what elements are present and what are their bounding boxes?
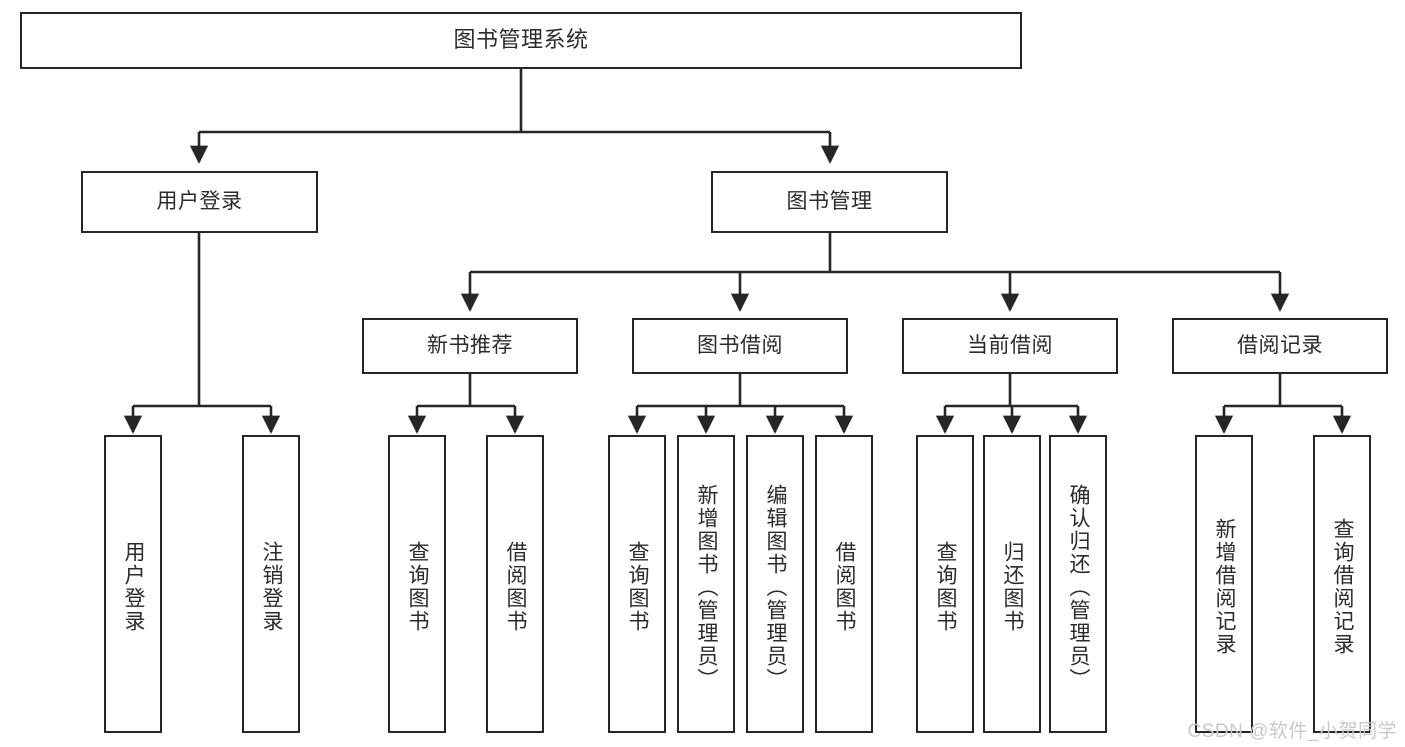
node-label: 注销登录 [259,541,283,633]
node-label: 图书管理系统 [453,27,589,53]
node-label: 图书借阅 [697,334,783,358]
leaf-book-borrow-query[interactable]: 查询图书 [608,435,666,733]
node-label: 当前借阅 [967,334,1053,358]
csdn-watermark: CSDN @软件_小贺同学 [1187,721,1397,742]
node-label: 借阅图书 [503,541,527,633]
node-label: 图书管理 [786,190,873,214]
node-label: 编辑图书（管理员） [763,483,787,691]
leaf-book-borrow-edit[interactable]: 编辑图书（管理员） [746,435,804,733]
node-label: 查询图书 [625,541,649,633]
leaf-current-borrow-return[interactable]: 归还图书 [983,435,1041,733]
node-label: 新书推荐 [427,334,513,358]
node-label: 新增借阅记录 [1212,518,1236,656]
node-label: 查询借阅记录 [1330,518,1354,656]
leaf-user-login-signin[interactable]: 用户登录 [104,435,162,733]
leaf-borrow-record-add[interactable]: 新增借阅记录 [1195,435,1253,733]
node-book-borrow[interactable]: 图书借阅 [632,318,848,374]
leaf-new-book-borrow[interactable]: 借阅图书 [486,435,544,733]
node-label: 用户登录 [121,541,145,633]
node-label: 用户登录 [156,190,243,214]
node-borrow-record[interactable]: 借阅记录 [1172,318,1388,374]
leaf-book-borrow-add[interactable]: 新增图书（管理员） [677,435,735,733]
leaf-borrow-record-query[interactable]: 查询借阅记录 [1313,435,1371,733]
node-current-borrow[interactable]: 当前借阅 [902,318,1118,374]
node-book-management[interactable]: 图书管理 [711,171,948,233]
node-label: 借阅图书 [832,541,856,633]
node-label: 查询图书 [405,541,429,633]
leaf-book-borrow-lend[interactable]: 借阅图书 [815,435,873,733]
node-user-login[interactable]: 用户登录 [81,171,318,233]
node-label: 归还图书 [1000,541,1024,633]
node-label: 确认归还（管理员） [1066,483,1090,691]
node-label: 新增图书（管理员） [694,483,718,691]
node-new-book-recommend[interactable]: 新书推荐 [362,318,578,374]
leaf-current-borrow-query[interactable]: 查询图书 [916,435,974,733]
node-root-system[interactable]: 图书管理系统 [20,12,1022,69]
leaf-user-login-signout[interactable]: 注销登录 [242,435,300,733]
leaf-new-book-query[interactable]: 查询图书 [388,435,446,733]
node-label: 查询图书 [933,541,957,633]
leaf-current-borrow-confirm[interactable]: 确认归还（管理员） [1049,435,1107,733]
node-label: 借阅记录 [1237,334,1323,358]
